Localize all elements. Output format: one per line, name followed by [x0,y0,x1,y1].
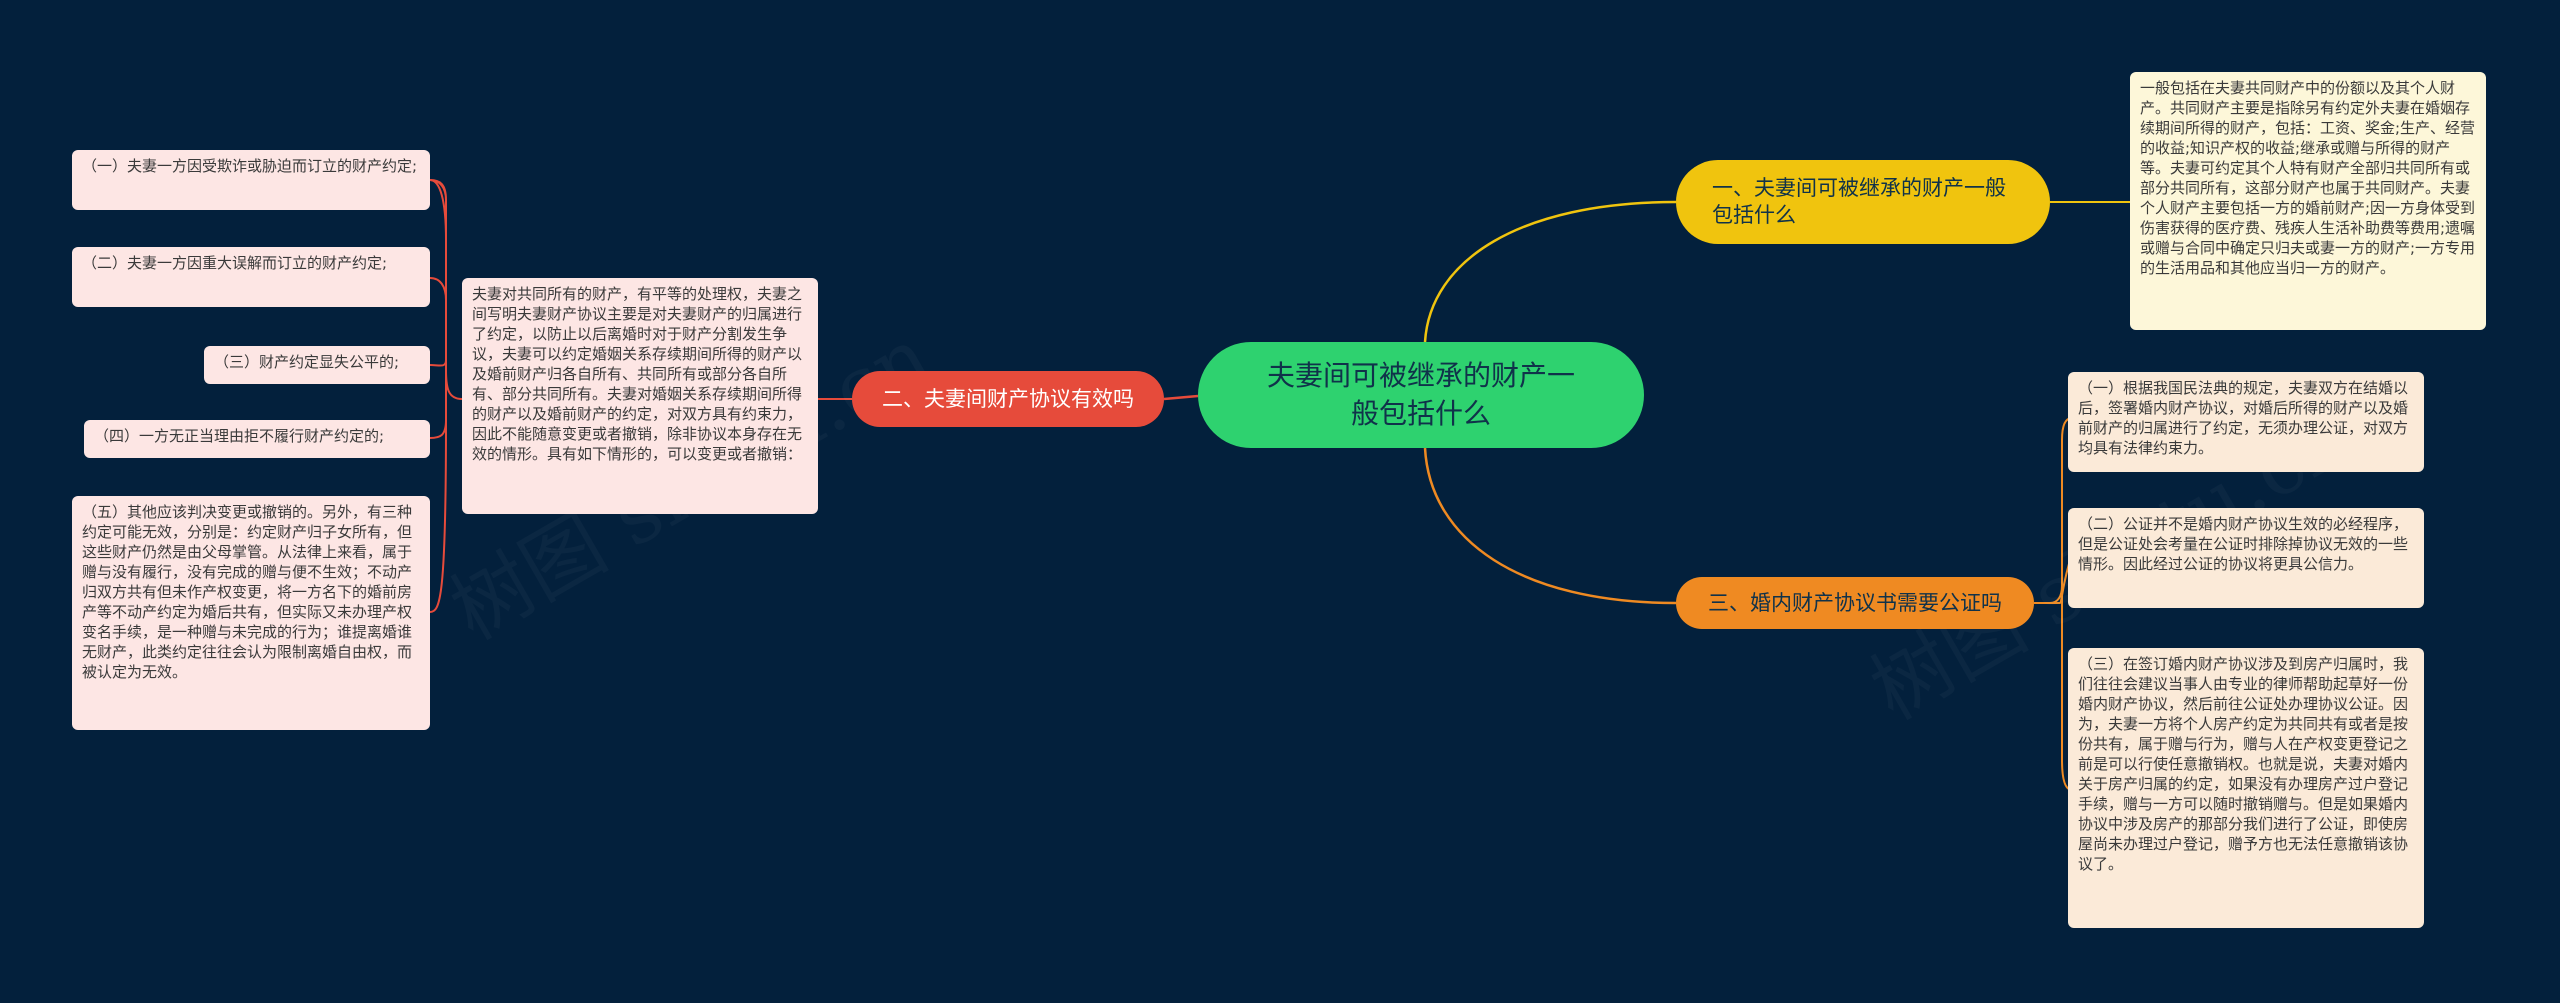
note-text: （三）在签订婚内财产协议涉及到房产归属时，我们往往会建议当事人由专业的律师帮助起… [2078,655,2409,873]
link-root-branch3 [1423,447,1677,605]
note-text: （一）夫妻一方因受欺诈或胁迫而订立的财产约定; [82,157,418,175]
link-root-branch1 [1423,200,1677,343]
branch-node-1[interactable]: 一、夫妻间可被继承的财产一般包括什么 [1676,160,2050,244]
link-note1 [429,179,447,241]
note-text: （一）根据我国民法典的规定，夫妻双方在结婚以后，签署婚内财产协议，对婚后所得的财… [2078,379,2409,457]
note-text: （二）夫妻一方因重大误解而订立的财产约定; [82,254,388,272]
root-title: 夫妻间可被继承的财产一般包括什么 [1266,359,1575,430]
root-node[interactable]: 夫妻间可被继承的财产一般包括什么 [1198,342,1644,448]
note-card[interactable]: （四）一方无正当理由拒不履行财产约定的; [84,420,430,458]
link-root-branch2 [1163,394,1199,401]
note-card[interactable]: （二）公证并不是婚内财产协议生效的必经程序，但是公证处会考量在公证时排除掉协议无… [2068,508,2424,608]
note-card[interactable]: （二）夫妻一方因重大误解而订立的财产约定; [72,247,430,307]
summary-text: 夫妻对共同所有的财产，有平等的处理权，夫妻之间写明夫妻财产协议主要是对夫妻财产的… [472,285,803,463]
branch-title: 二、夫妻间财产协议有效吗 [882,386,1134,411]
note-text: 一般包括在夫妻共同财产中的份额以及其个人财产。共同财产主要是指除另有约定外夫妻在… [2140,79,2476,277]
link-note3 [429,359,447,367]
note-text: （三）财产约定显失公平的; [214,353,400,371]
note-text: （五）其他应该判决变更或撤销的。另外，有三种约定可能无效，分别是：约定财产归子女… [82,503,413,681]
link-note5 [429,419,447,613]
note-card[interactable]: （一）根据我国民法典的规定，夫妻双方在结婚以后，签署婚内财产协议，对婚后所得的财… [2068,372,2424,472]
summary-card[interactable]: 夫妻对共同所有的财产，有平等的处理权，夫妻之间写明夫妻财产协议主要是对夫妻财产的… [462,278,818,514]
branch-node-2[interactable]: 二、夫妻间财产协议有效吗 [852,371,1164,427]
note-card[interactable]: 一般包括在夫妻共同财产中的份额以及其个人财产。共同财产主要是指除另有约定外夫妻在… [2130,72,2486,330]
note-card[interactable]: （五）其他应该判决变更或撤销的。另外，有三种约定可能无效，分别是：约定财产归子女… [72,496,430,730]
branch-title: 一、夫妻间可被继承的财产一般包括什么 [1712,176,2006,227]
note-card[interactable]: （一）夫妻一方因受欺诈或胁迫而订立的财产约定; [72,150,430,210]
branch-node-3[interactable]: 三、婚内财产协议书需要公证吗 [1676,577,2034,629]
note-text: （二）公证并不是婚内财产协议生效的必经程序，但是公证处会考量在公证时排除掉协议无… [2078,515,2409,573]
link-note2 [429,277,447,301]
note-card[interactable]: （三）财产约定显失公平的; [204,346,430,384]
link-note4 [429,419,447,439]
note-card[interactable]: （三）在签订婚内财产协议涉及到房产归属时，我们往往会建议当事人由专业的律师帮助起… [2068,648,2424,928]
branch-title: 三、婚内财产协议书需要公证吗 [1708,590,2002,615]
note-text: （四）一方无正当理由拒不履行财产约定的; [94,427,385,445]
